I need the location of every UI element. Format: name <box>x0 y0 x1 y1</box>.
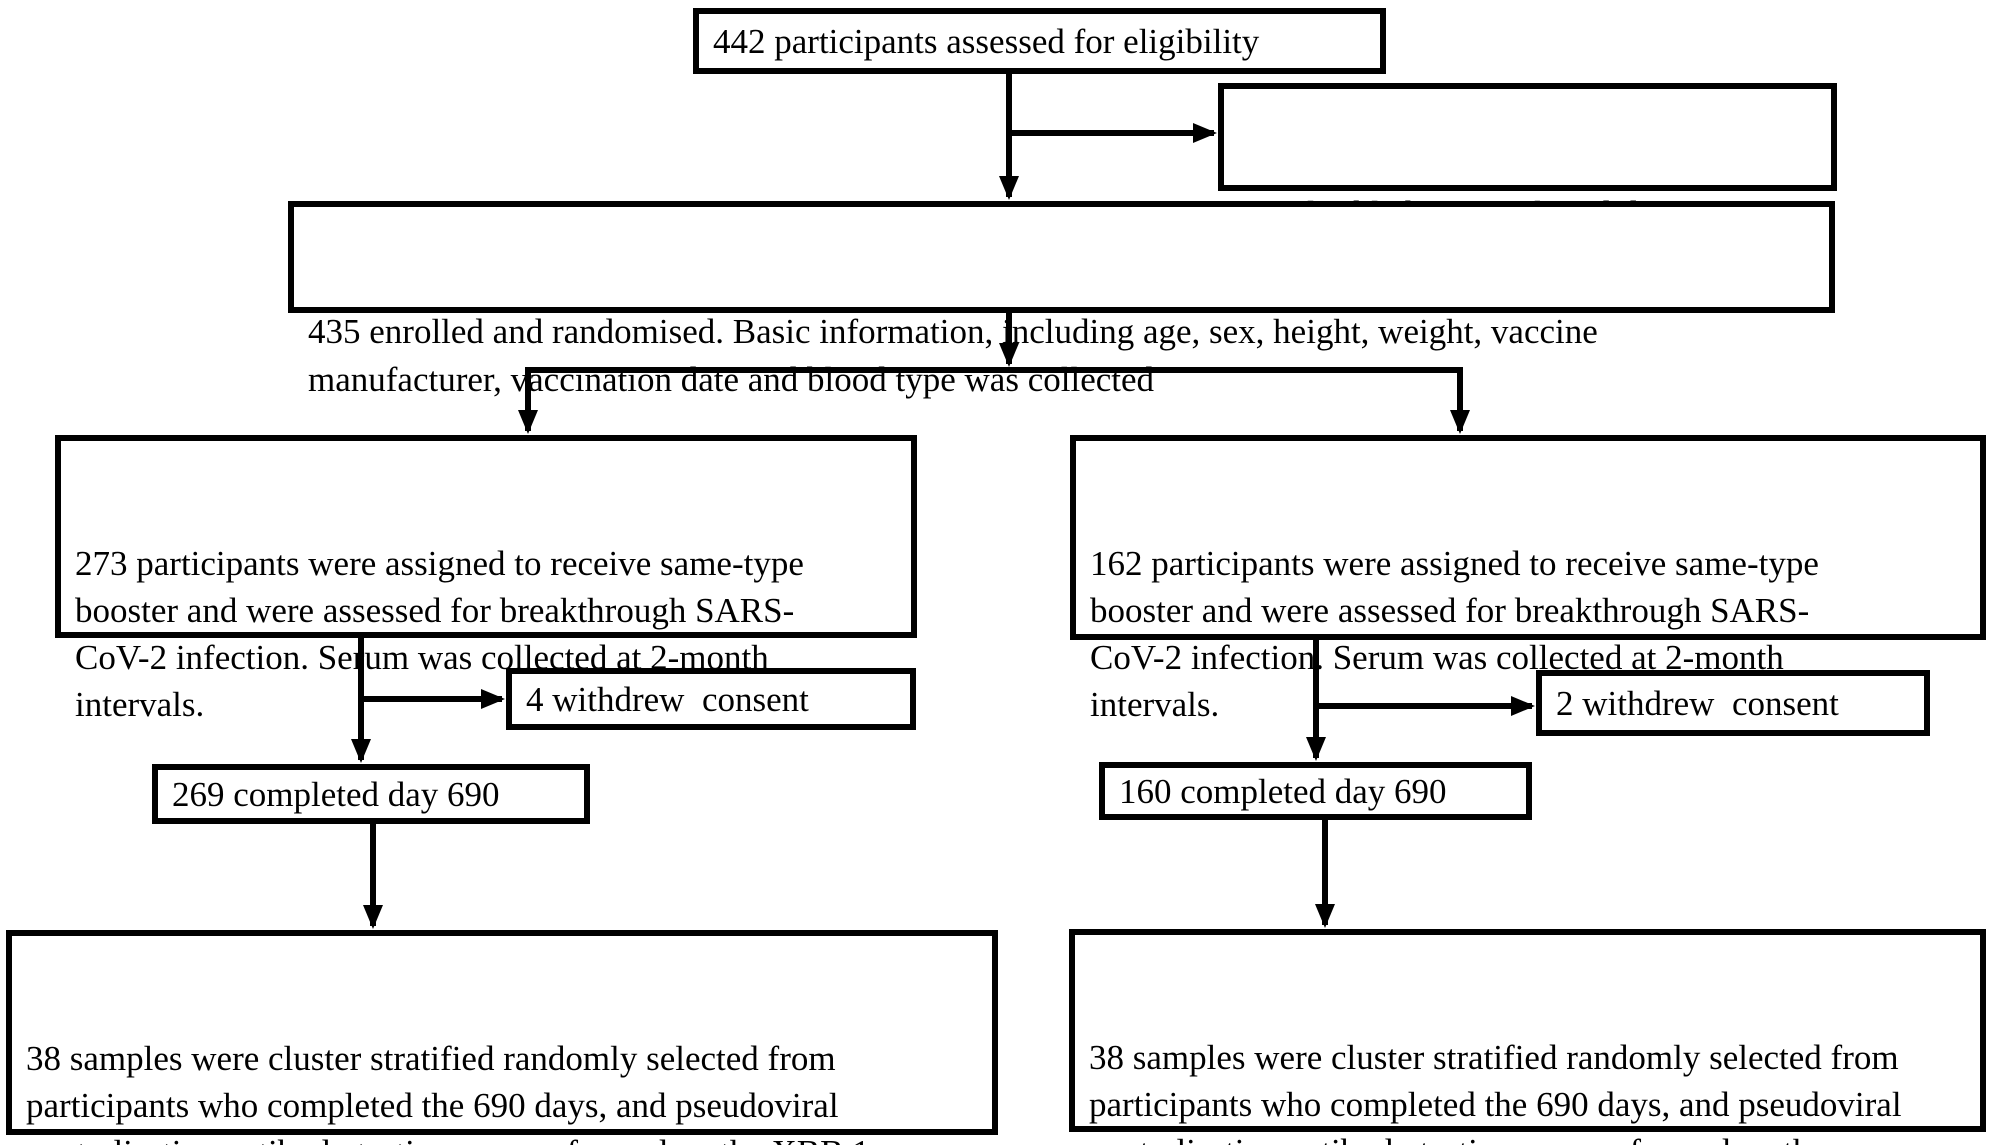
box-completed-269: 269 completed day 690 <box>152 764 590 824</box>
box-arm-273: 273 participants were assigned to receiv… <box>55 435 917 724</box>
arm-273-text: 273 participants were assigned to receiv… <box>75 544 804 724</box>
completed-160-text: 160 completed day 690 <box>1119 771 1447 811</box>
completed-269-text: 269 completed day 690 <box>172 774 500 814</box>
arm-162-text: 162 participants were assigned to receiv… <box>1090 544 1819 724</box>
box-enrolled-randomised: 435 enrolled and randomised. Basic infor… <box>288 201 1835 399</box>
box-completed-160: 160 completed day 690 <box>1099 762 1532 820</box>
withdrew-left-text: 4 withdrew consent <box>526 679 809 719</box>
box-assessed-eligibility: 442 participants assessed for eligibilit… <box>693 8 1386 74</box>
box-samples-left: 38 samples were cluster stratified rando… <box>6 930 998 1145</box>
box-arm-162: 162 participants were assigned to receiv… <box>1070 435 1986 724</box>
box-samples-right: 38 samples were cluster stratified rando… <box>1069 929 1986 1145</box>
box-withdrew-consent-right: 2 withdrew consent <box>1536 670 1930 736</box>
assessed-text: 442 participants assessed for eligibilit… <box>713 21 1260 61</box>
box-withdrew-consent-left: 4 withdrew consent <box>506 668 916 730</box>
samples-left-text: 38 samples were cluster stratified rando… <box>26 1039 878 1145</box>
enrolled-text: 435 enrolled and randomised. Basic infor… <box>308 312 1598 399</box>
box-ineligible: 7 ineligible because they did not meet i… <box>1218 83 1837 281</box>
samples-right-text: 38 samples were cluster stratified rando… <box>1089 1038 1902 1145</box>
withdrew-right-text: 2 withdrew consent <box>1556 683 1839 723</box>
